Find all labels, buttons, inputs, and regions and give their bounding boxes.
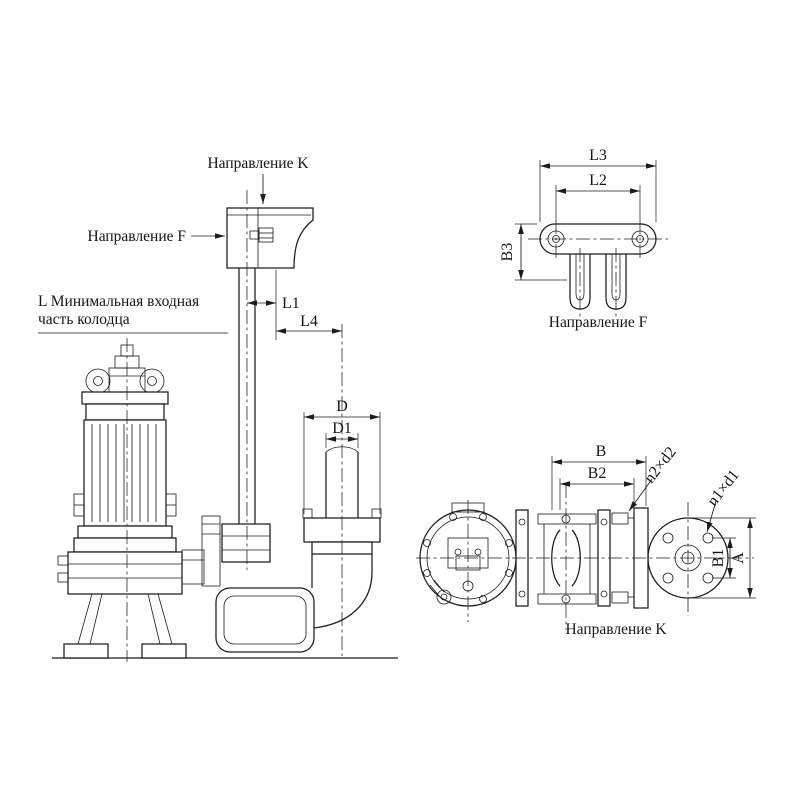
direction-k-caption: Направление K: [565, 621, 667, 638]
pump-bottom-lug: [436, 589, 452, 605]
claw-hook-left: [551, 529, 561, 587]
flange-hole: [662, 532, 674, 544]
dim-b3: B3: [499, 223, 567, 281]
flange-bolt-left: [302, 508, 313, 519]
direction-k-top-label: Направление K: [207, 155, 309, 172]
dim-b1: B1: [710, 537, 736, 579]
dim-label-b3: B3: [499, 243, 516, 262]
guide-pipe: [238, 268, 256, 556]
support-column: [201, 515, 221, 587]
dim-label-l4: L4: [300, 313, 318, 330]
main-view-annotations: Направление K Направление F L Минимальна…: [38, 155, 381, 662]
dim-label-b2: B2: [588, 465, 607, 482]
flange-hole: [702, 572, 714, 584]
motor-top-cap: [81, 391, 169, 405]
discharge-stub: [181, 549, 205, 585]
coupling-base: [215, 587, 315, 653]
dim-label-a: A: [730, 552, 747, 564]
dim-n1d1: n1×d1: [704, 467, 743, 533]
dim-label-b1: B1: [710, 549, 727, 568]
stand-foot-left: [63, 643, 109, 659]
dim-l4: L4: [276, 313, 342, 334]
pump-casing: [67, 551, 183, 595]
dim-label-b: B: [596, 443, 607, 460]
dim-label-n1d1: n1×d1: [704, 467, 743, 510]
dim-b2: B2: [559, 465, 635, 510]
main-side-view: [52, 207, 398, 659]
stud-bolt-top: [611, 512, 629, 525]
top-discharge-bracket: [226, 207, 314, 269]
dim-label-l3: L3: [589, 147, 607, 164]
dim-b: B: [551, 443, 647, 510]
dim-label-n2d2: n2×d2: [641, 444, 680, 487]
direction-k-view: B B2 n2×d2 n1×d1 B1: [416, 443, 756, 638]
lifting-eye-left: [85, 368, 111, 394]
pump-body: [57, 344, 221, 659]
motor-flange: [77, 525, 173, 539]
stud-bolt-bottom: [611, 591, 629, 604]
dim-l3: L3: [539, 147, 657, 222]
oil-chamber: [73, 537, 177, 553]
dim-label-l1: L1: [282, 295, 300, 312]
lifting-eye-right: [139, 368, 165, 394]
flange-bolt-right: [371, 508, 382, 519]
bracket-f-view: L3 L2 B3 Направление F: [499, 147, 668, 331]
guide-claw: [221, 523, 271, 563]
stand-foot-right: [141, 643, 187, 659]
dim-l2: L2: [555, 172, 641, 220]
motor-housing: [83, 419, 167, 527]
direction-f-caption: Направление F: [549, 314, 648, 331]
min-inlet-note-line1: L Минимальная входная: [38, 293, 199, 310]
direction-f-left-label: Направление F: [88, 228, 187, 245]
dim-label-l2: L2: [589, 172, 607, 189]
flange-hole: [662, 572, 674, 584]
dim-n2d2: n2×d2: [628, 444, 680, 512]
flange-hole: [702, 532, 714, 544]
min-inlet-note-line2: часть колодца: [38, 311, 130, 328]
stand-leg: [77, 593, 93, 645]
dim-a: A: [692, 517, 756, 599]
elbow-outer: [313, 554, 373, 629]
